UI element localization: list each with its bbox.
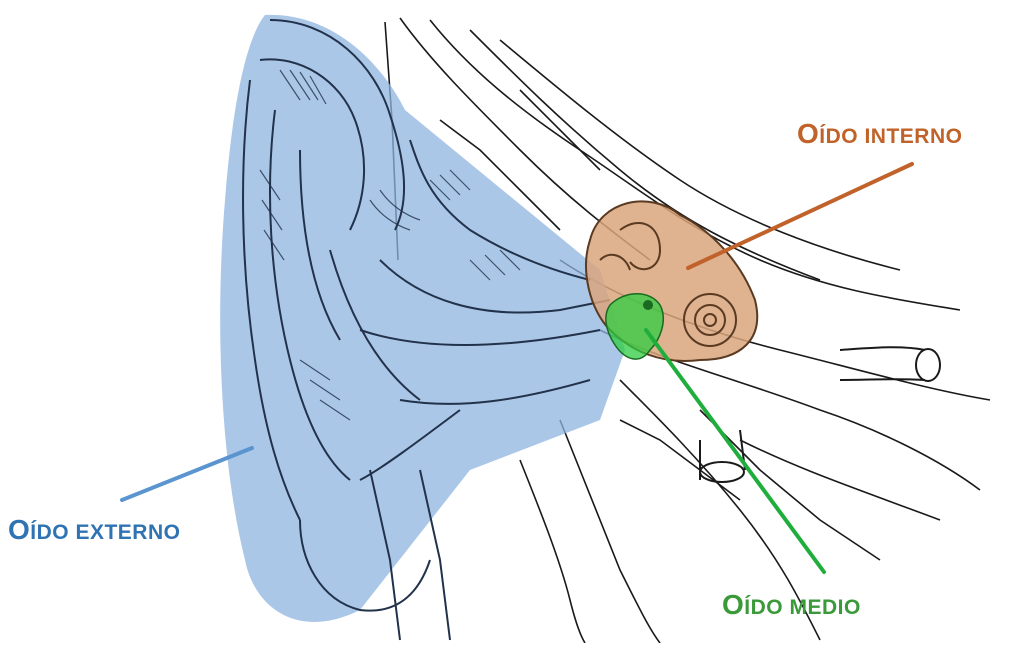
label-oido-interno-cap: O [797, 118, 819, 149]
label-oido-externo-rest: ÍDO EXTERNO [30, 521, 180, 544]
label-oido-externo-cap: O [8, 514, 30, 545]
label-oido-medio-cap: O [722, 589, 744, 620]
label-oido-medio: OÍDO MEDIO [722, 589, 861, 621]
pointer-line-medio [646, 330, 824, 572]
eustachian-tube-sketch [700, 347, 940, 482]
label-oido-externo: OÍDO EXTERNO [8, 514, 180, 546]
label-oido-medio-rest: ÍDO MEDIO [744, 596, 861, 619]
label-oido-interno-rest: ÍDO INTERNO [819, 125, 962, 148]
label-oido-interno: OÍDO INTERNO [797, 118, 962, 150]
pointer-line-interno [688, 164, 912, 268]
